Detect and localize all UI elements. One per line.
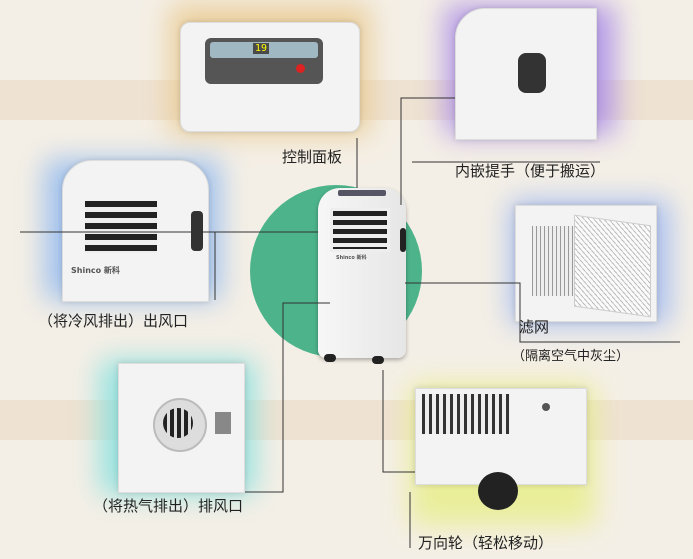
brand-logo-small: Shinco 新科	[336, 255, 367, 261]
wheel-icon	[478, 472, 518, 510]
air-louver	[85, 201, 157, 253]
exhaust-grille	[163, 408, 193, 438]
drain-plug	[542, 403, 550, 411]
label-air-outlet: （将冷风排出）出风口	[38, 312, 189, 330]
rating-plate	[215, 412, 231, 434]
air-louver	[330, 208, 390, 252]
air-outlet-photo: Shinco 新科	[62, 160, 209, 302]
temperature-display: 19	[253, 43, 270, 54]
power-button-icon	[296, 64, 305, 73]
side-handle	[400, 228, 406, 252]
control-panel-photo: 19	[180, 22, 360, 132]
handle-photo	[455, 8, 597, 140]
air-conditioner-photo: Shinco 新科	[318, 188, 406, 358]
side-vent	[422, 394, 510, 434]
wheel-icon	[372, 356, 384, 364]
label-handle: 内嵌提手（便于搬运）	[455, 162, 606, 180]
wheel-icon	[324, 354, 336, 362]
filter-photo	[515, 205, 657, 322]
label-exhaust: （将热气排出）排风口	[93, 497, 244, 515]
brand-logo: Shinco 新科	[71, 266, 120, 275]
top-control-strip	[338, 190, 386, 196]
handle-icon	[518, 53, 546, 93]
exhaust-photo	[118, 363, 245, 493]
side-handle	[191, 211, 203, 251]
label-filter: 滤网	[519, 318, 550, 336]
control-panel-face: 19	[205, 38, 323, 84]
label-filter-note: （隔离空气中灰尘）	[512, 349, 630, 364]
caster-wheel-photo	[415, 388, 587, 485]
label-caster-wheel: 万向轮（轻松移动）	[418, 534, 554, 552]
label-control-panel: 控制面板	[282, 148, 343, 166]
